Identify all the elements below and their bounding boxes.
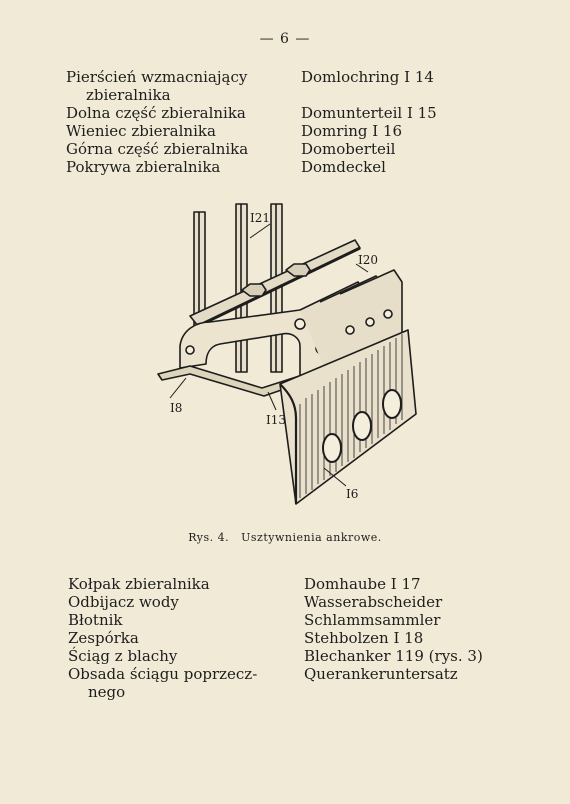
- label-i13: I13: [266, 413, 286, 427]
- glossary-row: Kołpak zbieralnika Domhaube I 17: [68, 575, 508, 593]
- glossary-row: Zespórka Stehbolzen I 18: [68, 629, 508, 647]
- polish-term-continuation: nego: [88, 683, 126, 701]
- glossary-row: Górna część zbieralnika Domoberteil: [66, 140, 506, 158]
- german-term: Domlochring I 14: [301, 68, 434, 86]
- german-term: Domoberteil: [301, 140, 396, 158]
- figure-caption: Rys. 4. Usztywnienia ankrowe.: [0, 531, 570, 544]
- german-term: Wasserabscheider: [304, 593, 443, 611]
- glossary-row: Ściąg z blachy Blechanker 119 (rys. 3): [68, 647, 508, 665]
- polish-term: Górna część zbieralnika: [66, 140, 249, 158]
- german-term: Domunterteil I 15: [301, 104, 437, 122]
- label-i6: I6: [346, 487, 358, 501]
- label-i21: I21: [250, 211, 270, 225]
- label-i8: I8: [170, 401, 182, 415]
- german-term: Domhaube I 17: [304, 575, 421, 593]
- glossary-row: Pokrywa zbieralnika Domdeckel: [66, 158, 506, 176]
- polish-term: Zespórka: [68, 629, 139, 647]
- glossary-row: Błotnik Schlammsammler: [68, 611, 508, 629]
- german-term: Schlammsammler: [304, 611, 441, 629]
- glossary-row: Pierścień wzmacniający Domlochring I 14: [66, 68, 506, 86]
- polish-term: Odbijacz wody: [68, 593, 179, 611]
- polish-term-continuation: zbieralnika: [86, 86, 171, 104]
- polish-term: Pokrywa zbieralnika: [66, 158, 221, 176]
- german-term: Blechanker 119 (rys. 3): [304, 647, 483, 665]
- glossary-row: Obsada ściągu poprzecz- Querankeruntersa…: [68, 665, 508, 683]
- glossary-row: Wieniec zbieralnika Domring I 16: [66, 122, 506, 140]
- polish-term: Obsada ściągu poprzecz-: [68, 665, 258, 683]
- figure-caption-text: Usztywnienia ankrowe.: [241, 531, 382, 544]
- polish-term: Kołpak zbieralnika: [68, 575, 210, 593]
- glossary-row: nego: [68, 683, 508, 701]
- german-term: Stehbolzen I 18: [304, 629, 424, 647]
- polish-term: Pierścień wzmacniający: [66, 68, 248, 86]
- german-term: Domring I 16: [301, 122, 403, 140]
- polish-term: Ściąg z blachy: [68, 647, 178, 665]
- glossary-bottom: Kołpak zbieralnika Domhaube I 17 Odbijac…: [68, 575, 508, 701]
- anchor-stays-illustration: I21 I20 I8 I13 I6: [157, 203, 417, 505]
- page-number: — 6 —: [259, 31, 311, 47]
- glossary-row: Odbijacz wody Wasserabscheider: [68, 593, 508, 611]
- glossary-top: Pierścień wzmacniający Domlochring I 14 …: [66, 68, 506, 176]
- polish-term: Dolna część zbieralnika: [66, 104, 246, 122]
- polish-term: Błotnik: [68, 611, 123, 629]
- polish-term: Wieniec zbieralnika: [66, 122, 216, 140]
- label-i20: I20: [358, 253, 378, 267]
- german-term: Querankeruntersatz: [304, 665, 458, 683]
- figure-number: Rys. 4.: [188, 531, 230, 544]
- glossary-row: Dolna część zbieralnika Domunterteil I 1…: [66, 104, 506, 122]
- glossary-row: zbieralnika: [66, 86, 506, 104]
- german-term: Domdeckel: [301, 158, 386, 176]
